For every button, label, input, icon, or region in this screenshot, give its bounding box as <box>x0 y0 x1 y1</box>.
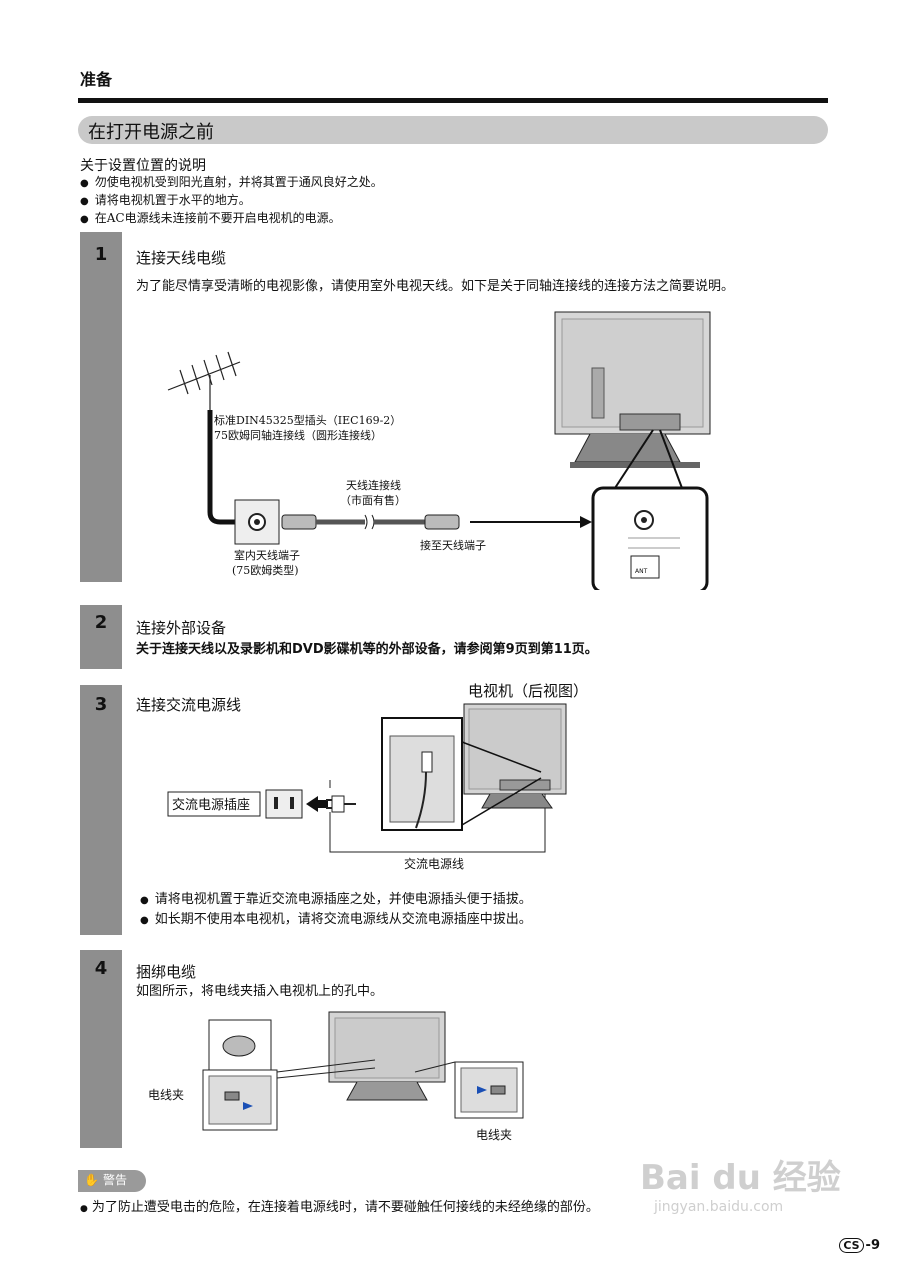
clamp-label-right: 电线夹 <box>476 1128 513 1142</box>
ac-outlet-label: 交流电源插座 <box>172 798 251 813</box>
placement-bullets: 勿使电视机受到阳光直射，并将其置于通风良好之处。 请将电视机置于水平的地方。 在… <box>80 174 383 228</box>
tv-rear-icon <box>463 703 567 809</box>
step-4-bar <box>80 950 122 1148</box>
power-bullet: 如长期不使用本电视机，请将交流电源线从交流电源插座中拔出。 <box>140 910 532 930</box>
step-3-number: 3 <box>94 694 108 715</box>
cable-clamp-diagram <box>202 1011 524 1131</box>
cable-label-1: 天线连接线 <box>346 479 401 492</box>
power-connection-diagram <box>167 703 567 853</box>
section-title: 在打开电源之前 <box>88 122 214 143</box>
ant-label: ANT <box>635 568 648 575</box>
plug-label-2: 75欧姆同轴连接线（圆形连接线） <box>214 429 382 442</box>
step-3-title: 连接交流电源线 <box>136 696 242 714</box>
watermark-url: jingyan.baidu.com <box>654 1199 784 1215</box>
arrow-icon <box>306 796 328 812</box>
wall-socket-label-2: (75欧姆类型) <box>232 564 299 577</box>
placement-bullet: 请将电视机置于水平的地方。 <box>80 192 383 210</box>
warning-text: ●为了防止遭受电击的危险，在连接着电源线时，请不要碰触任何接线的未经绝缘的部份。 <box>80 1196 599 1215</box>
warning-badge-label: 警告 <box>102 1173 127 1187</box>
placement-subtitle: 关于设置位置的说明 <box>80 158 206 174</box>
power-bullet: 请将电视机置于靠近交流电源插座之处，并使电源插头便于插拔。 <box>140 890 532 910</box>
bullet-dot: ● <box>80 1204 88 1214</box>
chapter-label: 准备 <box>80 70 113 89</box>
step-3-bar <box>80 685 122 935</box>
wall-socket-label-1: 室内天线端子 <box>234 549 300 562</box>
step-4-text: 如图所示，将电线夹插入电视机上的孔中。 <box>136 984 384 999</box>
step-2-text: 关于连接天线以及录影机和DVD影碟机等的外部设备，请参阅第9页到第11页。 <box>136 642 598 657</box>
cable-label-2: （市面有售） <box>340 494 406 507</box>
step-1-title: 连接天线电缆 <box>136 249 227 267</box>
warning-badge: ✋警告 <box>78 1170 146 1192</box>
step-4-title: 捆绑电缆 <box>136 963 197 981</box>
clamp-label-left: 电线夹 <box>148 1088 185 1102</box>
watermark-brand: Bai du 经验 <box>640 1158 841 1198</box>
hand-icon: ✋ <box>84 1173 99 1187</box>
ac-outlet-icon <box>265 789 303 819</box>
lang-mark: CS <box>839 1238 864 1253</box>
step-2-title: 连接外部设备 <box>136 619 227 637</box>
page-number-value: -9 <box>865 1238 880 1253</box>
page-number: CS-9 <box>839 1238 880 1253</box>
step-1-bar <box>80 232 122 582</box>
step-2-bar <box>80 605 122 669</box>
watermark: Bai du 经验 jingyan.baidu.com <box>640 1150 841 1215</box>
coax-plug-right <box>424 514 460 530</box>
coax-cable-outdoor <box>207 410 245 525</box>
step-1-number: 1 <box>94 244 108 265</box>
power-bullets: 请将电视机置于靠近交流电源插座之处，并使电源插头便于插拔。 如长期不使用本电视机… <box>140 890 532 930</box>
warning-text-body: 为了防止遭受电击的危险，在连接着电源线时，请不要碰触任何接线的未经绝缘的部份。 <box>91 1200 599 1215</box>
connect-terminal-label: 接至天线端子 <box>420 539 486 552</box>
antenna-connection-diagram <box>167 311 711 590</box>
section-title-bar <box>78 116 828 144</box>
tv-rear-icon <box>328 1011 446 1101</box>
step-4-number: 4 <box>94 958 108 979</box>
arrow-icon <box>477 1086 487 1094</box>
plug-label-1: 标准DIN45325型插头（IEC169-2） <box>214 414 402 427</box>
tv-rear-icon <box>554 311 711 468</box>
header-rule <box>78 98 828 103</box>
antenna-icon <box>167 351 241 410</box>
power-cord-label: 交流电源线 <box>404 857 465 871</box>
placement-bullet: 在AC电源线未连接前不要开启电视机的电源。 <box>80 210 383 228</box>
tv-rear-title: 电视机（后视图） <box>468 682 589 700</box>
step-1-text: 为了能尽情享受清晰的电视影像，请使用室外电视天线。如下是关于同轴连接线的连接方法… <box>136 279 735 294</box>
coax-plug-left <box>281 514 317 530</box>
antenna-terminal-callout <box>591 486 709 590</box>
arrow-icon <box>243 1102 253 1110</box>
step-2-number: 2 <box>94 612 108 633</box>
clamp-detail-inset <box>208 1019 272 1073</box>
placement-bullet: 勿使电视机受到阳光直射，并将其置于通风良好之处。 <box>80 174 383 192</box>
